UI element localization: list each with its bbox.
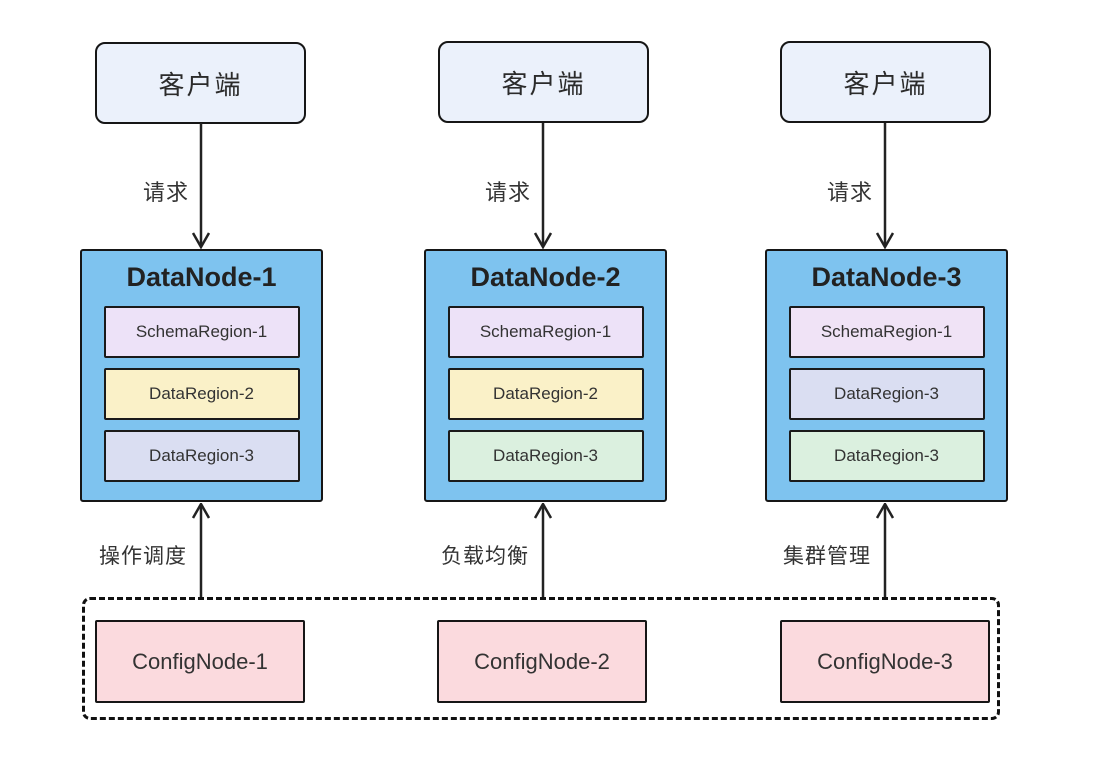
client-box-2: 客户端: [438, 41, 649, 123]
request-label-2: 请求: [484, 180, 531, 205]
datanode-box-2: DataNode-2 SchemaRegion-1 DataRegion-2 D…: [424, 249, 667, 502]
region-box: DataRegion-2: [103, 368, 300, 420]
config-arrow-label-3: 集群管理: [783, 545, 871, 568]
config-arrow-label-1: 操作调度: [99, 545, 187, 568]
datanode-box-3: DataNode-3 SchemaRegion-1 DataRegion-3 D…: [765, 249, 1008, 502]
request-arrow-down-2: [533, 123, 553, 249]
request-label-3: 请求: [826, 180, 873, 205]
region-label: SchemaRegion-1: [820, 322, 953, 341]
region-label: DataRegion-3: [493, 446, 598, 465]
region-label: DataRegion-2: [149, 384, 254, 403]
config-arrow-up-2: [533, 503, 553, 597]
datanode-title: DataNode-2: [470, 262, 621, 292]
region-box: DataRegion-3: [103, 430, 300, 482]
datanode-box-1: DataNode-1 SchemaRegion-1 DataRegion-2 D…: [80, 249, 323, 502]
datanode-title: DataNode-1: [126, 262, 277, 292]
region-label: DataRegion-3: [834, 446, 939, 465]
region-box: SchemaRegion-1: [103, 306, 300, 358]
client-box-1: 客户端: [95, 42, 306, 124]
request-arrow-down-3: [875, 123, 895, 249]
request-label-1: 请求: [142, 180, 189, 205]
datanode-title: DataNode-3: [811, 262, 962, 292]
request-arrow-down-1: [191, 123, 211, 249]
confignode-box-2: ConfigNode-2: [437, 620, 647, 703]
region-box: DataRegion-3: [788, 368, 985, 420]
region-label: DataRegion-3: [149, 446, 254, 465]
confignode-label: ConfigNode-1: [132, 648, 268, 674]
confignode-label: ConfigNode-2: [474, 648, 610, 674]
region-box: DataRegion-3: [447, 430, 644, 482]
client-label: 客户端: [501, 68, 586, 99]
confignode-label: ConfigNode-3: [817, 648, 953, 674]
client-label: 客户端: [158, 69, 243, 100]
client-box-3: 客户端: [780, 41, 991, 123]
config-arrow-label-2: 负载均衡: [441, 545, 529, 568]
region-box: DataRegion-2: [447, 368, 644, 420]
region-box: SchemaRegion-1: [788, 306, 985, 358]
confignode-box-3: ConfigNode-3: [780, 620, 990, 703]
confignode-group-border: [82, 597, 1000, 720]
client-label: 客户端: [843, 68, 928, 99]
region-box: DataRegion-3: [788, 430, 985, 482]
region-label: SchemaRegion-1: [479, 322, 612, 341]
region-box: SchemaRegion-1: [447, 306, 644, 358]
confignode-box-1: ConfigNode-1: [95, 620, 305, 703]
config-arrow-up-1: [191, 503, 211, 597]
region-label: SchemaRegion-1: [135, 322, 268, 341]
region-label: DataRegion-2: [493, 384, 598, 403]
config-arrow-up-3: [875, 503, 895, 597]
region-label: DataRegion-3: [834, 384, 939, 403]
